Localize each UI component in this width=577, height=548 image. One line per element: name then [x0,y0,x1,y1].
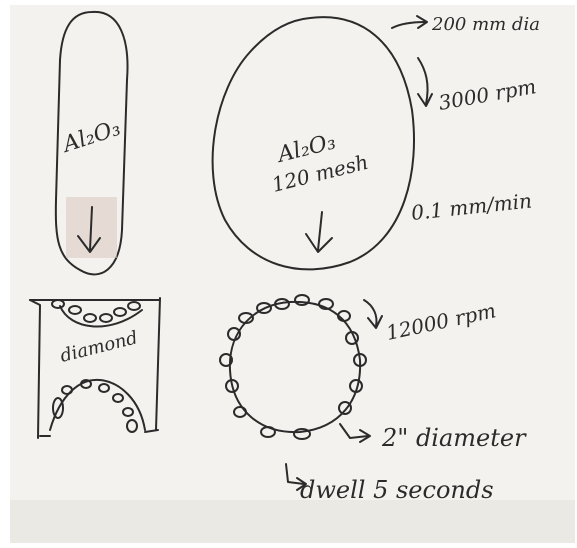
paper-shadow [10,500,575,543]
right-bottom-size-annotation: 2" diameter [381,424,527,452]
right-bottom-dwell-annotation: dwell 5 seconds [300,476,494,504]
right-top-size-annotation: 200 mm dia [431,14,540,35]
